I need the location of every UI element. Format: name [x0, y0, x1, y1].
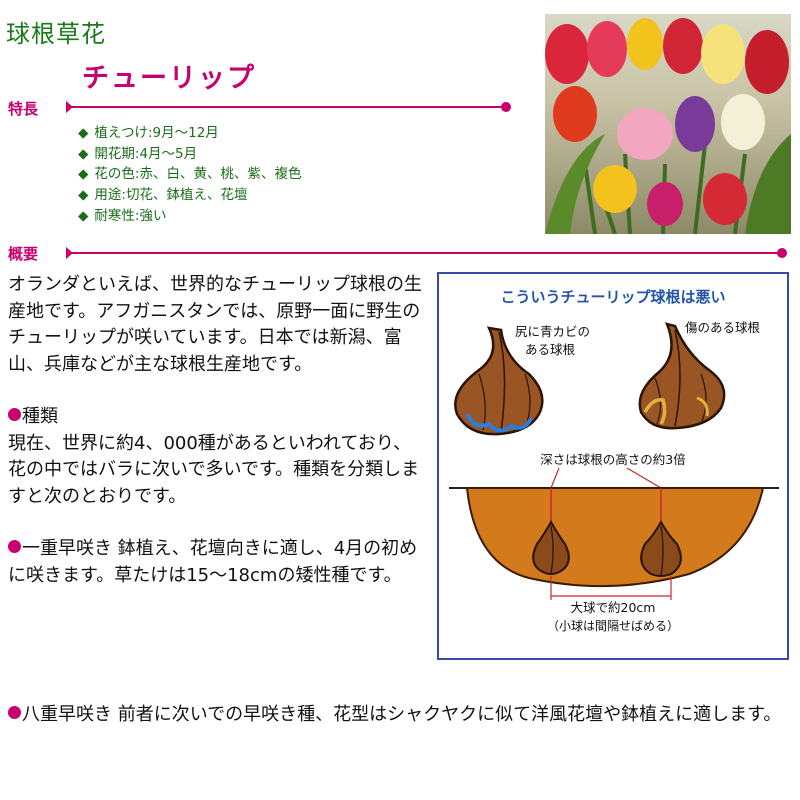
overview-divider [66, 247, 787, 259]
feature-text: 耐寒性:強い [94, 207, 167, 224]
types-paragraph: 現在、世界に約4、000種があるといわれており、花の中ではバラに次いで多いです。… [8, 432, 420, 507]
feature-item: ◆ 用途:切花、鉢植え、花壇 [78, 185, 301, 206]
features-list: ◆ 植えつけ:9月～12月 ◆ 開花期:4月～5月 ◆ 花の色:赤、白、黄、桃、紫、複… [78, 123, 301, 227]
soil-illustration [449, 487, 779, 588]
single-early-name: 一重早咲き [22, 538, 112, 559]
features-section-label: 特長 [8, 100, 39, 118]
body-text: オランダといえば、世界的なチューリップ球根の生産地です。アフガニスタンでは、原野… [8, 272, 428, 589]
feature-item: ◆ 耐寒性:強い [78, 206, 301, 227]
types-heading-text: 種類 [22, 406, 58, 427]
depth-label: 深さは球根の高さの約3倍 [540, 452, 685, 467]
wounded-bulb-illustration [638, 322, 726, 430]
buried-bulb-right [640, 519, 682, 577]
types-heading: 種類 [8, 404, 428, 431]
single-early-paragraph: 一重早咲き 鉢植え、花壇向きに適し、4月の初めに咲きます。草たけは15～18cm… [8, 536, 428, 589]
diagram-title: こういうチューリップ球根は悪い [500, 288, 725, 306]
feature-text: 花の色:赤、白、黄、桃、紫、複色 [94, 166, 302, 183]
bulb-diagram-graphic: こういうチューリップ球根は悪い 尻に青カビの ある球根 傷のある球根 深さは球根… [449, 288, 779, 633]
mold-label-2: ある球根 [525, 342, 576, 357]
tulip-photo-graphic [545, 18, 791, 234]
double-early-name: 八重早咲き [22, 704, 112, 725]
single-early-text: 鉢植え、花壇向きに適し、4月の初めに咲きます。草たけは15～18cmの矮性種です… [8, 538, 418, 586]
diamond-bullet-icon: ◆ [78, 145, 89, 162]
double-early-text: 前者に次いでの早咲き種、花型はシャクヤクに似て洋風花壇や鉢植えに適します。 [112, 704, 782, 725]
bulb-diagram: こういうチューリップ球根は悪い 尻に青カビの ある球根 傷のある球根 深さは球根… [437, 272, 789, 660]
overview-section-label: 概要 [8, 245, 39, 263]
diamond-bullet-icon: ◆ [78, 187, 89, 204]
intro-paragraph: オランダといえば、世界的なチューリップ球根の生産地です。アフガニスタンでは、原野… [8, 274, 422, 375]
diamond-bullet-icon: ◆ [78, 207, 89, 224]
feature-item: ◆ 花の色:赤、白、黄、桃、紫、複色 [78, 164, 301, 185]
spacing-label: 大球で約20cm [571, 600, 656, 615]
double-early-block: 八重早咲き 前者に次いでの早咲き種、花型はシャクヤクに似て洋風花壇や鉢植えに適し… [8, 702, 788, 729]
bullet-dot-icon [8, 540, 21, 553]
buried-bulb-left [532, 519, 570, 575]
feature-text: 植えつけ:9月～12月 [94, 125, 219, 141]
double-early-paragraph: 八重早咲き 前者に次いでの早咲き種、花型はシャクヤクに似て洋風花壇や鉢植えに適し… [8, 702, 788, 729]
moldy-bulb-illustration [454, 326, 544, 436]
bullet-dot-icon [8, 706, 21, 719]
page-title: チューリップ [82, 63, 256, 94]
features-divider [66, 101, 511, 113]
feature-text: 開花期:4月～5月 [94, 145, 198, 162]
mold-label-1: 尻に青カビの [515, 324, 590, 339]
tulip-photo [545, 14, 791, 234]
diamond-bullet-icon: ◆ [78, 166, 89, 183]
feature-item: ◆ 植えつけ:9月～12月 [78, 123, 301, 144]
diamond-bullet-icon: ◆ [78, 125, 89, 141]
category-label: 球根草花 [6, 20, 106, 48]
feature-item: ◆ 開花期:4月～5月 [78, 144, 301, 165]
small-bulb-label: （小球は間隔せばめる） [547, 619, 679, 633]
wound-label: 傷のある球根 [685, 320, 761, 335]
bullet-dot-icon [8, 408, 21, 421]
feature-text: 用途:切花、鉢植え、花壇 [94, 187, 248, 204]
